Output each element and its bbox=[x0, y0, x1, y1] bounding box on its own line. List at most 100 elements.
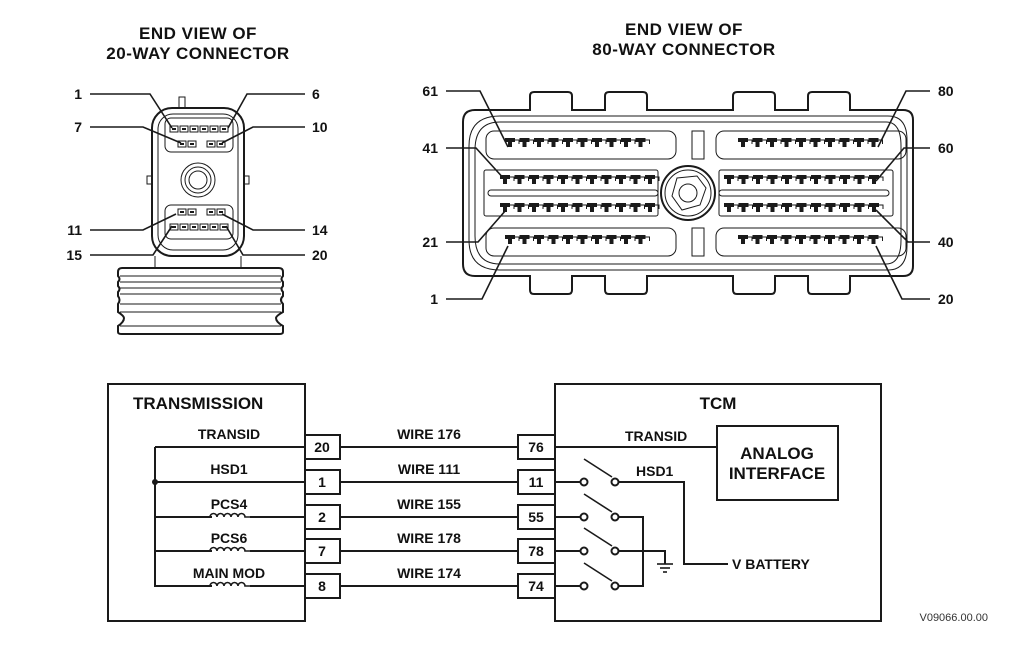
pin-terminal bbox=[782, 203, 797, 212]
solenoid-coil-icon bbox=[209, 581, 250, 588]
pin-terminal bbox=[854, 203, 869, 212]
pin-terminal bbox=[630, 203, 645, 212]
pin-label-20: 20 bbox=[312, 247, 328, 263]
wire-label: WIRE 178 bbox=[397, 530, 461, 546]
pin-terminal bbox=[587, 203, 602, 212]
pin-label-14: 14 bbox=[312, 222, 328, 238]
pin-terminal bbox=[601, 203, 616, 212]
pin-cavity bbox=[187, 208, 197, 216]
circuit-name: HSD1 bbox=[210, 461, 248, 477]
pin-terminal bbox=[577, 235, 592, 244]
tcm-pin-number: 55 bbox=[528, 509, 544, 525]
pin-terminal bbox=[635, 235, 650, 244]
tcm-pin-number: 76 bbox=[528, 439, 544, 455]
transmission-block bbox=[107, 383, 306, 622]
connector-20-body bbox=[146, 96, 250, 257]
driver-switch-icon bbox=[555, 458, 620, 487]
pin-terminal bbox=[548, 235, 563, 244]
pin-terminal bbox=[529, 203, 544, 212]
ground-icon bbox=[657, 563, 673, 573]
pin-terminal bbox=[616, 203, 631, 212]
transmission-pin-box bbox=[304, 469, 341, 495]
pin-terminal bbox=[519, 235, 534, 244]
pin-terminal bbox=[782, 175, 797, 184]
pin-terminal bbox=[810, 235, 825, 244]
pin-terminal bbox=[825, 203, 840, 212]
pin-terminal bbox=[753, 175, 768, 184]
driver-switch-icon bbox=[555, 527, 620, 556]
pin-terminal bbox=[796, 175, 811, 184]
pin-terminal bbox=[505, 138, 520, 147]
tcm-block bbox=[554, 383, 882, 622]
ground-tap bbox=[618, 550, 666, 564]
pin-cavity bbox=[169, 223, 179, 231]
transmission-pin-number: 7 bbox=[318, 543, 326, 559]
pin-terminal bbox=[767, 203, 782, 212]
transmission-pin-number: 8 bbox=[318, 578, 326, 594]
wire-label: WIRE 176 bbox=[397, 426, 461, 442]
pin-terminal bbox=[825, 138, 840, 147]
connector-20-title-line2: 20-WAY CONNECTOR bbox=[106, 44, 289, 63]
pin-terminal bbox=[543, 203, 558, 212]
pin-cavity bbox=[179, 125, 189, 133]
pin-terminal bbox=[645, 175, 660, 184]
pin-label-7: 7 bbox=[74, 119, 82, 135]
pin-terminal bbox=[724, 175, 739, 184]
driver-switch-icon bbox=[555, 562, 620, 591]
pin-terminal bbox=[796, 235, 811, 244]
analog-interface-line2: INTERFACE bbox=[729, 464, 825, 483]
connector-80-leaders bbox=[446, 90, 930, 300]
pin-cavity bbox=[206, 140, 216, 148]
vbattery-label: V BATTERY bbox=[732, 556, 810, 572]
pin-terminal bbox=[587, 175, 602, 184]
tcm-pin-number: 74 bbox=[528, 578, 544, 594]
pin-label-20-80way: 20 bbox=[938, 291, 954, 307]
pin-terminal bbox=[505, 235, 520, 244]
pin-terminal bbox=[781, 138, 796, 147]
pin-terminal bbox=[543, 175, 558, 184]
analog-interface-block bbox=[716, 425, 839, 501]
pin-terminal bbox=[767, 138, 782, 147]
connector-80-pin-array bbox=[500, 138, 884, 244]
pin-terminal bbox=[621, 138, 636, 147]
tcm-pin-number: 11 bbox=[529, 474, 544, 490]
pin-cavity bbox=[219, 223, 229, 231]
pin-terminal bbox=[738, 138, 753, 147]
pin-terminal bbox=[558, 175, 573, 184]
pin-terminal bbox=[621, 235, 636, 244]
pin-terminal bbox=[810, 138, 825, 147]
pin-terminal bbox=[796, 203, 811, 212]
tcm-pin-number: 78 bbox=[528, 543, 544, 559]
connector-20-leaders bbox=[90, 93, 305, 256]
pin-terminal bbox=[868, 235, 883, 244]
connector-80-title-line2: 80-WAY CONNECTOR bbox=[592, 40, 775, 59]
pin-terminal bbox=[796, 138, 811, 147]
pin-terminal bbox=[854, 175, 869, 184]
hsd1-vbattery-line bbox=[618, 481, 728, 565]
pin-terminal bbox=[601, 175, 616, 184]
pin-label-6: 6 bbox=[312, 86, 320, 102]
pin-label-15: 15 bbox=[66, 247, 82, 263]
pin-label-11: 11 bbox=[67, 222, 82, 238]
pin-terminal bbox=[839, 138, 854, 147]
pin-label-80: 80 bbox=[938, 83, 954, 99]
pin-cavity bbox=[177, 208, 187, 216]
pin-terminal bbox=[635, 138, 650, 147]
driver-switch-icon bbox=[555, 493, 620, 522]
pin-cavity bbox=[177, 140, 187, 148]
circuit-name: MAIN MOD bbox=[193, 565, 265, 581]
pin-terminal bbox=[724, 203, 739, 212]
wire-label: WIRE 155 bbox=[397, 496, 461, 512]
pin-terminal bbox=[645, 203, 660, 212]
solenoid-coil-icon bbox=[209, 546, 250, 553]
tcm-hsd1-label: HSD1 bbox=[636, 463, 674, 479]
pin-terminal bbox=[854, 138, 869, 147]
pin-terminal bbox=[811, 175, 826, 184]
pin-terminal bbox=[839, 235, 854, 244]
pin-cavity bbox=[189, 223, 199, 231]
pin-terminal bbox=[577, 138, 592, 147]
pin-cavity bbox=[219, 125, 229, 133]
